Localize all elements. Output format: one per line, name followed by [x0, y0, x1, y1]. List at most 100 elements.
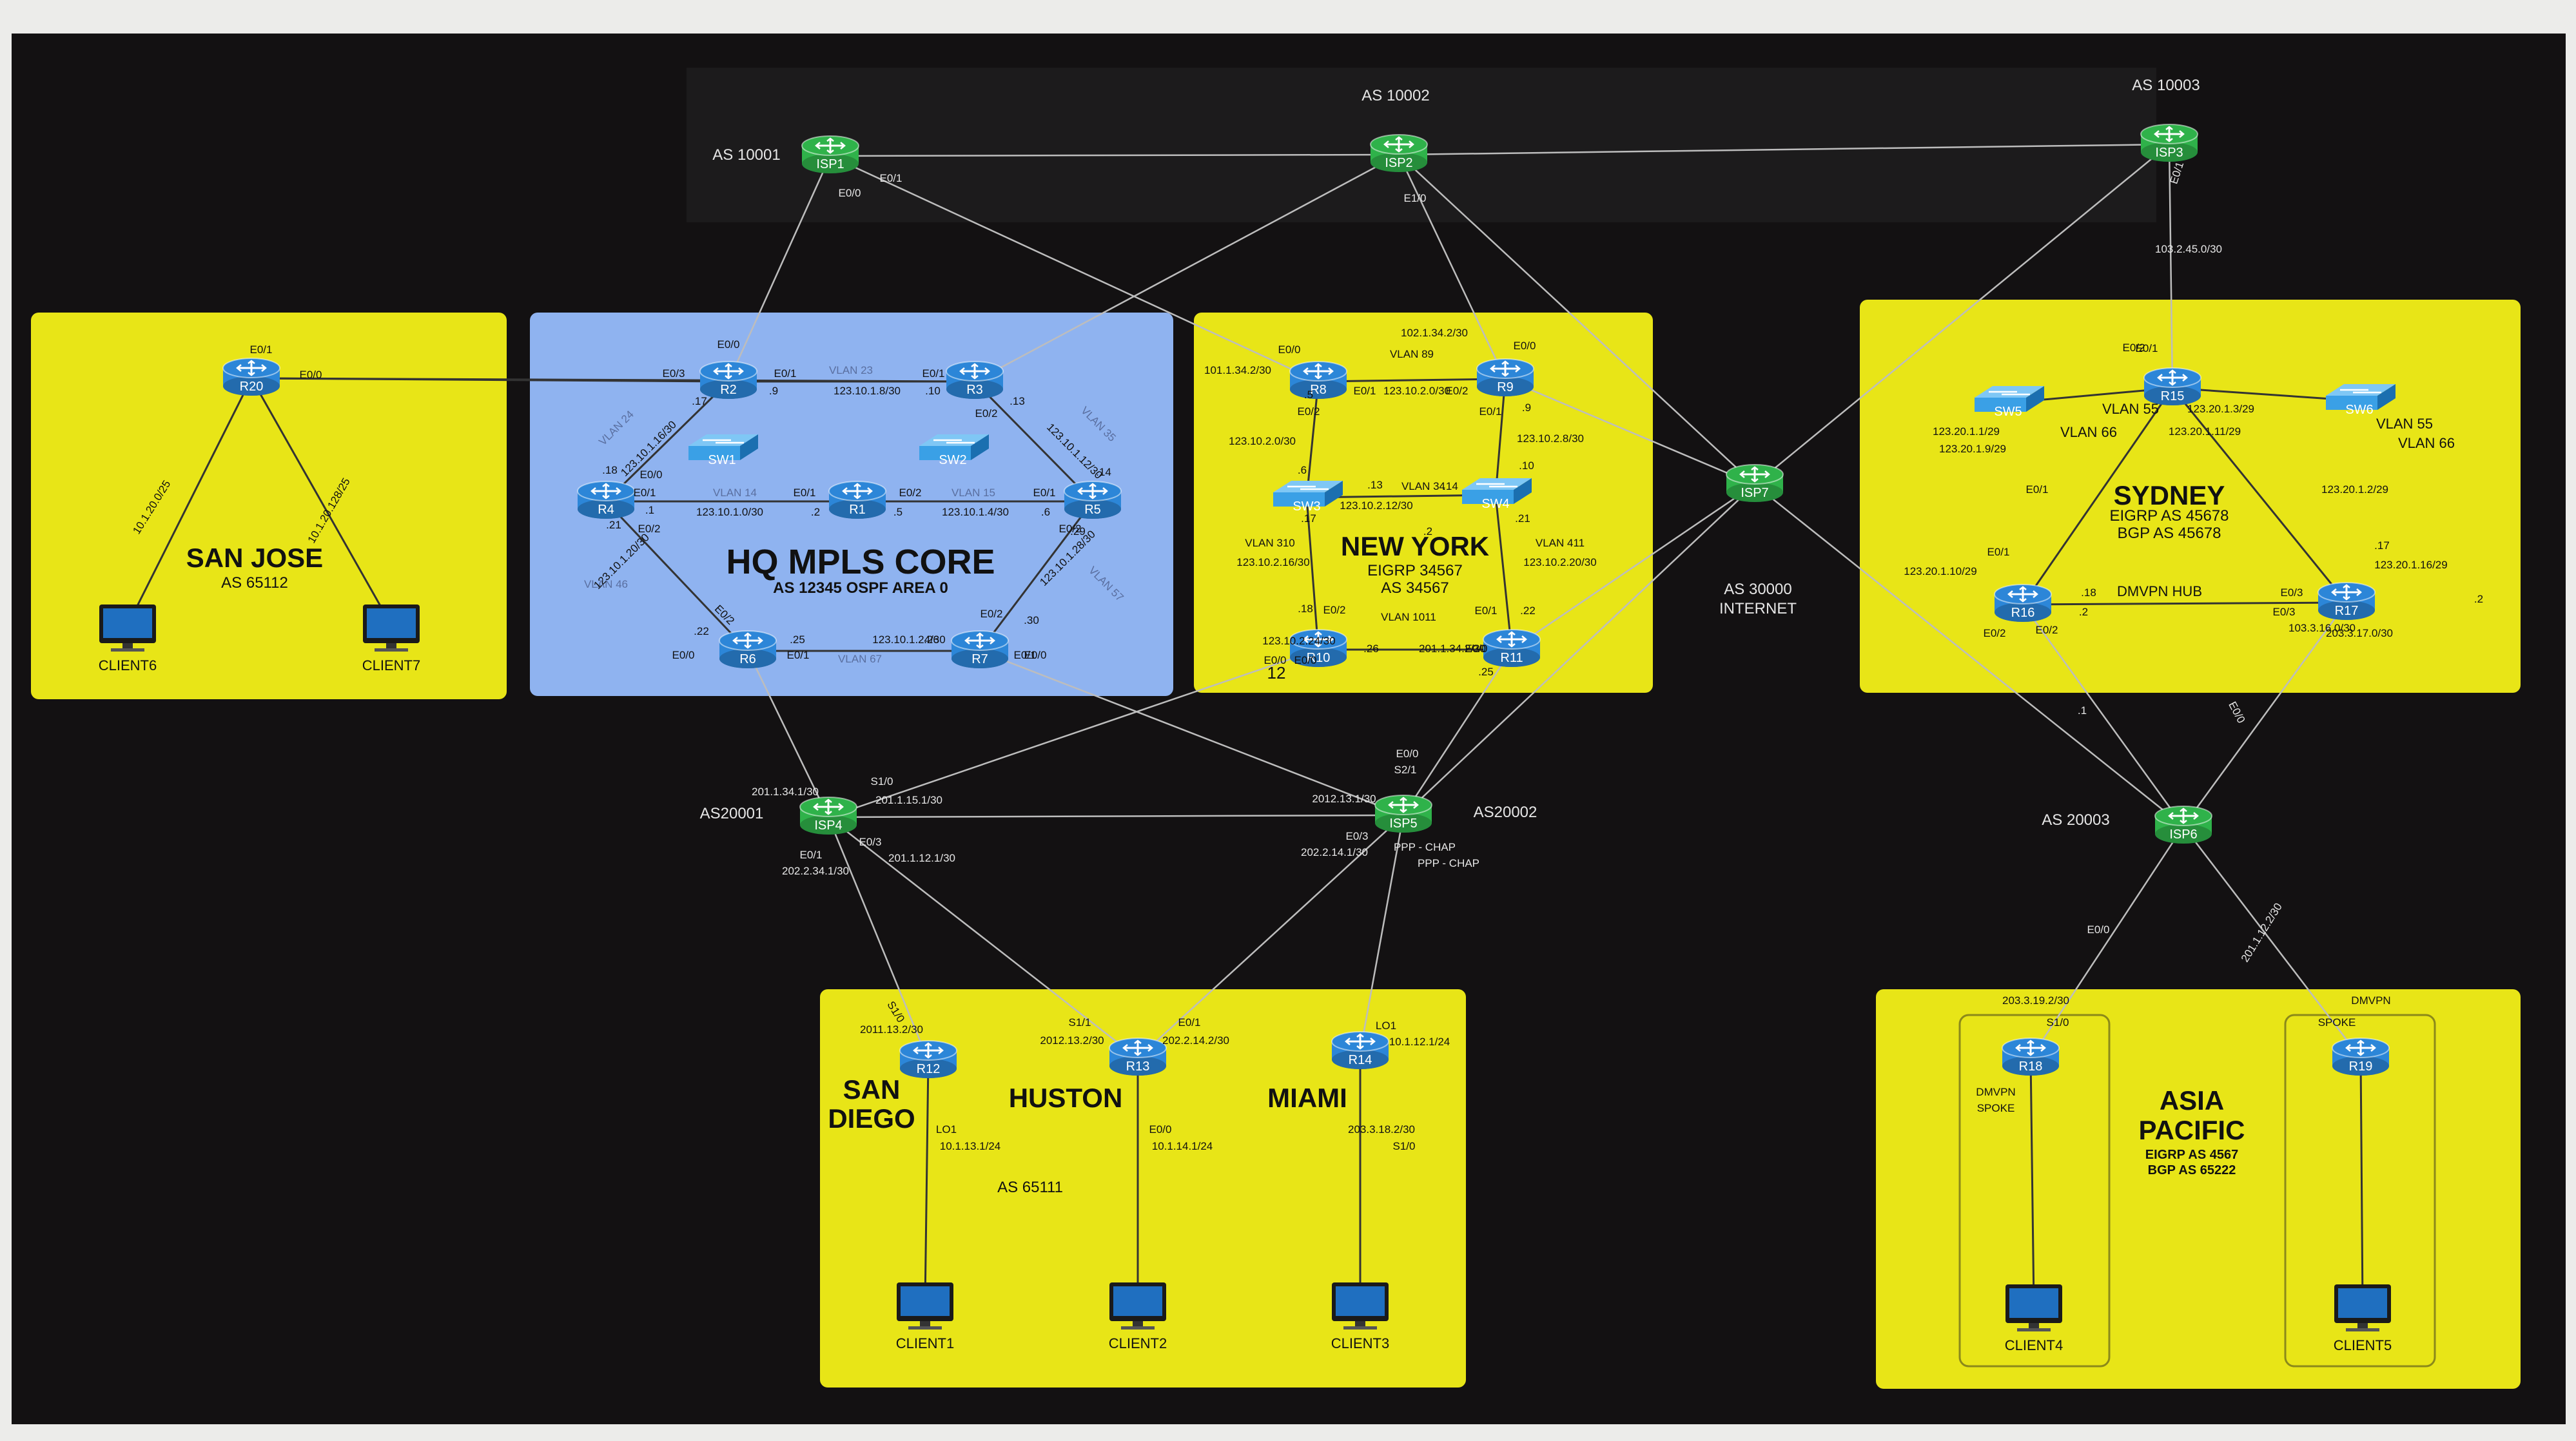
annotation-153: E0/0: [1149, 1123, 1172, 1136]
sydney-title: SYDNEY: [2114, 480, 2225, 510]
link-r7-isp5: [979, 650, 1404, 817]
r19-label: R19: [2349, 1059, 2373, 1074]
isp4-label: ISP4: [814, 818, 842, 833]
annotation-69: .9: [1522, 401, 1531, 414]
sw3-switch: SW3: [1273, 481, 1343, 514]
annotation-122: 103.3.16.0/30: [2288, 622, 2356, 634]
annotation-133: 202.2.34.1/30: [782, 865, 849, 877]
r9-router: R9: [1476, 358, 1534, 396]
annotation-79: .21: [1515, 512, 1530, 525]
isp4-router: ISP4: [799, 797, 857, 835]
link-isp7-isp5: [1403, 484, 1755, 816]
r14-router: R14: [1331, 1031, 1389, 1069]
annotation-129: 201.1.15.1/30: [875, 794, 942, 806]
annotation-12: E0/1: [922, 367, 945, 380]
annotation-108: E0/1: [2026, 483, 2049, 496]
annotation-31: E0/1: [1033, 487, 1056, 499]
annotation-123: 203.3.17.0/30: [2326, 627, 2393, 639]
annotation-57: E0/0: [1024, 649, 1047, 661]
san-diego-title-2: DIEGO: [828, 1103, 915, 1134]
link-isp4-r12: [827, 817, 930, 1061]
annotation-47: E0/2: [981, 608, 1003, 620]
link-isp5-r14: [1359, 815, 1405, 1052]
r10-label: R10: [1307, 651, 1331, 665]
annotation-40: E0/2: [1059, 523, 1082, 535]
link-isp5-r13: [1137, 815, 1404, 1059]
annotation-130: E0/3: [859, 836, 882, 848]
internet-label: INTERNET: [1719, 600, 1797, 617]
huston-title: HUSTON: [1009, 1083, 1123, 1113]
annotation-4: E0/1: [250, 343, 273, 356]
link-r12-client1: [924, 1060, 930, 1304]
annotation-50: .25: [790, 633, 805, 646]
isp5-router: ISP5: [1374, 795, 1432, 833]
r17-router: R17: [2317, 582, 2376, 620]
annotation-144: 2011.13.2/30: [860, 1023, 923, 1036]
annotation-51: 123.10.1.24/30: [872, 633, 945, 646]
sw3-label: SW3: [1293, 499, 1320, 514]
r19-router: R19: [2332, 1038, 2390, 1076]
r20-label: R20: [240, 380, 264, 394]
link-r18-client4: [2029, 1058, 2035, 1306]
client5-label: CLIENT5: [2334, 1337, 2392, 1353]
annotation-80: VLAN 310: [1245, 537, 1295, 549]
r6-router: R6: [719, 630, 777, 668]
zone-titles: SAN JOSE AS 65112 HQ MPLS CORE AS 12345 …: [186, 480, 2245, 1196]
isp1-router: ISP1: [801, 135, 859, 173]
link-r4-r6: [605, 500, 749, 652]
annotation-35: 123.10.1.0/30: [696, 506, 763, 518]
client1-client: CLIENT1: [896, 1282, 954, 1351]
client5-client: CLIENT5: [2334, 1284, 2392, 1353]
link-isp7-r11: [1511, 483, 1755, 651]
annotation-85: E0/2: [1323, 604, 1346, 616]
annotation-48: .30: [1024, 614, 1039, 626]
r1-router: R1: [828, 481, 886, 519]
annotation-100: VLAN 55: [2102, 401, 2159, 417]
annotation-34: E0/2: [638, 523, 661, 535]
link-isp2-isp7: [1398, 154, 1755, 485]
annotation-32: .14: [1096, 466, 1111, 478]
sw1-switch: SW1: [688, 434, 758, 467]
isp5-label: ISP5: [1389, 817, 1417, 831]
annotation-111: 123.20.1.10/29: [1904, 565, 1976, 577]
annotation-89: E0/0: [1264, 654, 1287, 666]
annotation-53: E0/0: [672, 649, 695, 661]
annotation-24: E0/0: [640, 469, 663, 481]
isp6-router: ISP6: [2154, 806, 2212, 844]
annotation-139: PPP - CHAP: [1394, 841, 1456, 853]
as-20003-label: AS 20003: [2042, 811, 2109, 829]
hq-subtitle: AS 12345 OSPF AREA 0: [773, 579, 948, 597]
link-r16-r17: [2022, 601, 2347, 606]
annotation-119: E0/2: [2036, 624, 2058, 636]
annotation-18: .17: [692, 395, 707, 407]
link-r9-sw4: [1494, 378, 1507, 496]
link-r16-isp6: [2022, 604, 2185, 827]
annotation-128: S1/0: [871, 775, 893, 788]
annotation-96: E0/0: [1294, 654, 1317, 666]
r5-router: R5: [1064, 481, 1122, 519]
annotation-36: .2: [811, 506, 820, 518]
annotation-131: 201.1.12.1/30: [888, 852, 955, 864]
link-r11-isp5: [1402, 649, 1513, 816]
new-york-title: NEW YORK: [1341, 531, 1489, 561]
new-york-eigrp: EIGRP 34567: [1367, 562, 1463, 579]
annotation-103: 123.20.1.9/29: [1939, 443, 2006, 455]
link-r15-r17: [2171, 387, 2348, 603]
link-isp4-r13: [828, 817, 1138, 1059]
client2-client: CLIENT2: [1109, 1282, 1167, 1351]
zone-new-york: [1194, 313, 1653, 693]
annotation-55: VLAN 67: [838, 653, 882, 665]
annotation-99: E0/2: [2123, 342, 2145, 354]
link-isp2-isp3: [1398, 143, 2170, 156]
as-labels: AS 10001 AS 10002 AS 10003 AS20001 AS200…: [700, 77, 2200, 829]
isp2-router: ISP2: [1370, 134, 1428, 172]
annotation-159: DMVPN: [2351, 994, 2390, 1007]
annotation-66: .5: [1304, 389, 1313, 401]
annotation-73: .10: [1519, 459, 1534, 472]
annotation-54: E0/1: [787, 649, 810, 661]
annotation-152: 10.1.13.1/24: [940, 1140, 1001, 1152]
annotation-161: DMVPN: [1976, 1086, 2015, 1098]
link-isp7-r9: [1505, 378, 1755, 486]
annotation-15: .10: [925, 385, 941, 397]
